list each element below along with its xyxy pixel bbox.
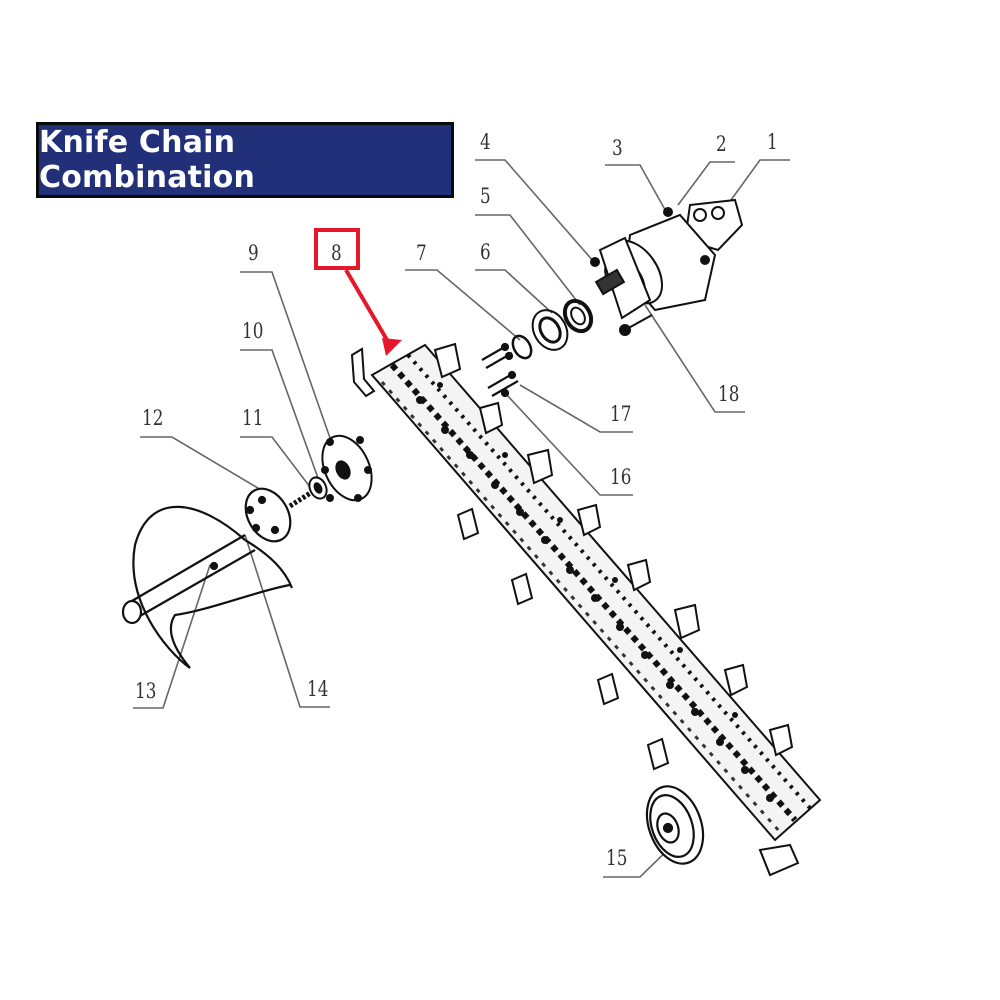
callout-part-14: 14: [307, 677, 329, 701]
callout-part-4: 4: [480, 130, 491, 154]
callout-part-13: 13: [135, 679, 157, 703]
bearing-set: [511, 298, 594, 360]
hydraulic-motor: [590, 198, 744, 336]
idler-wheel: [645, 785, 705, 865]
callout-part-1: 1: [767, 130, 778, 154]
bolt-set: [481, 342, 519, 398]
drive-sprocket: [321, 434, 373, 502]
callout-part-10: 10: [242, 319, 264, 343]
highlight-arrow: [344, 268, 402, 356]
leader-lines: [133, 159, 790, 878]
callout-part-5: 5: [480, 184, 491, 208]
callout-part-12: 12: [142, 406, 164, 430]
callout-part-3: 3: [612, 136, 623, 160]
title-banner: Knife Chain Combination: [36, 122, 454, 198]
spiral-auger: [121, 487, 294, 669]
callout-part-2: 2: [716, 132, 727, 156]
shaft-parts: [288, 476, 328, 509]
callout-part-16: 16: [610, 465, 632, 489]
callout-part-7: 7: [416, 241, 427, 265]
callout-part-8: 8: [331, 241, 342, 265]
highlight-box-part-8: [314, 228, 360, 270]
callout-part-6: 6: [480, 240, 491, 264]
diagram-title: Knife Chain Combination: [39, 125, 256, 195]
callout-part-15: 15: [606, 846, 628, 870]
knife-chain-bar: [350, 342, 822, 877]
callout-part-11: 11: [242, 406, 264, 430]
callout-part-17: 17: [610, 402, 632, 426]
callout-part-18: 18: [718, 382, 740, 406]
callout-part-9: 9: [248, 241, 259, 265]
